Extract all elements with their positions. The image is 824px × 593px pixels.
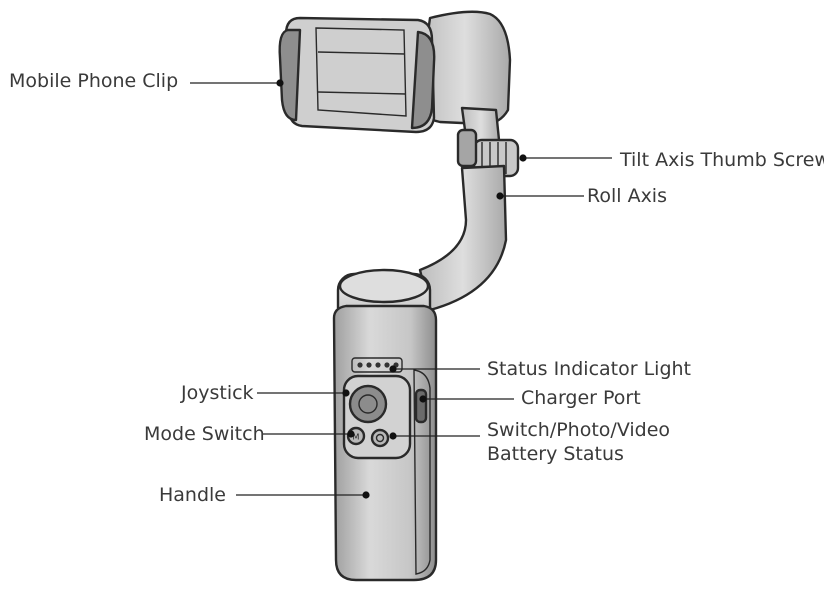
callout-handle: Handle bbox=[159, 484, 370, 506]
label-status-indicator-light: Status Indicator Light bbox=[487, 358, 691, 380]
label-joystick: Joystick bbox=[180, 382, 254, 404]
label-tilt-axis-thumb-screw: Tilt Axis Thumb Screw bbox=[619, 149, 824, 171]
callout-switch-photo-video: Switch/Photo/Video Battery Status bbox=[389, 419, 670, 465]
mode-button-text: M bbox=[353, 433, 360, 442]
label-mobile-phone-clip: Mobile Phone Clip bbox=[9, 70, 178, 92]
mobile-phone-clip bbox=[278, 16, 436, 134]
handle-body: M bbox=[332, 304, 438, 582]
callout-status-indicator-light: Status Indicator Light bbox=[389, 358, 691, 380]
label-charger-port: Charger Port bbox=[521, 387, 641, 409]
callout-roll-axis: Roll Axis bbox=[496, 185, 667, 207]
label-roll-axis: Roll Axis bbox=[587, 185, 667, 207]
callout-tilt-axis-thumb-screw: Tilt Axis Thumb Screw bbox=[519, 149, 824, 171]
label-handle: Handle bbox=[159, 484, 226, 506]
roll-axis-arm bbox=[418, 164, 508, 312]
label-switch-photo-video: Switch/Photo/Video bbox=[487, 419, 670, 441]
switch-photo-video-button[interactable] bbox=[370, 428, 390, 448]
label-mode-switch: Mode Switch bbox=[144, 423, 265, 445]
gimbal-body: M bbox=[278, 10, 520, 582]
callout-mobile-phone-clip: Mobile Phone Clip bbox=[9, 70, 284, 92]
grip-texture bbox=[413, 369, 431, 575]
label-battery-status: Battery Status bbox=[487, 443, 624, 465]
callout-joystick: Joystick bbox=[180, 382, 350, 404]
callout-charger-port: Charger Port bbox=[419, 387, 641, 409]
charger-port[interactable] bbox=[414, 388, 428, 424]
joystick[interactable] bbox=[348, 384, 388, 424]
callout-mode-switch: Mode Switch bbox=[144, 423, 355, 445]
